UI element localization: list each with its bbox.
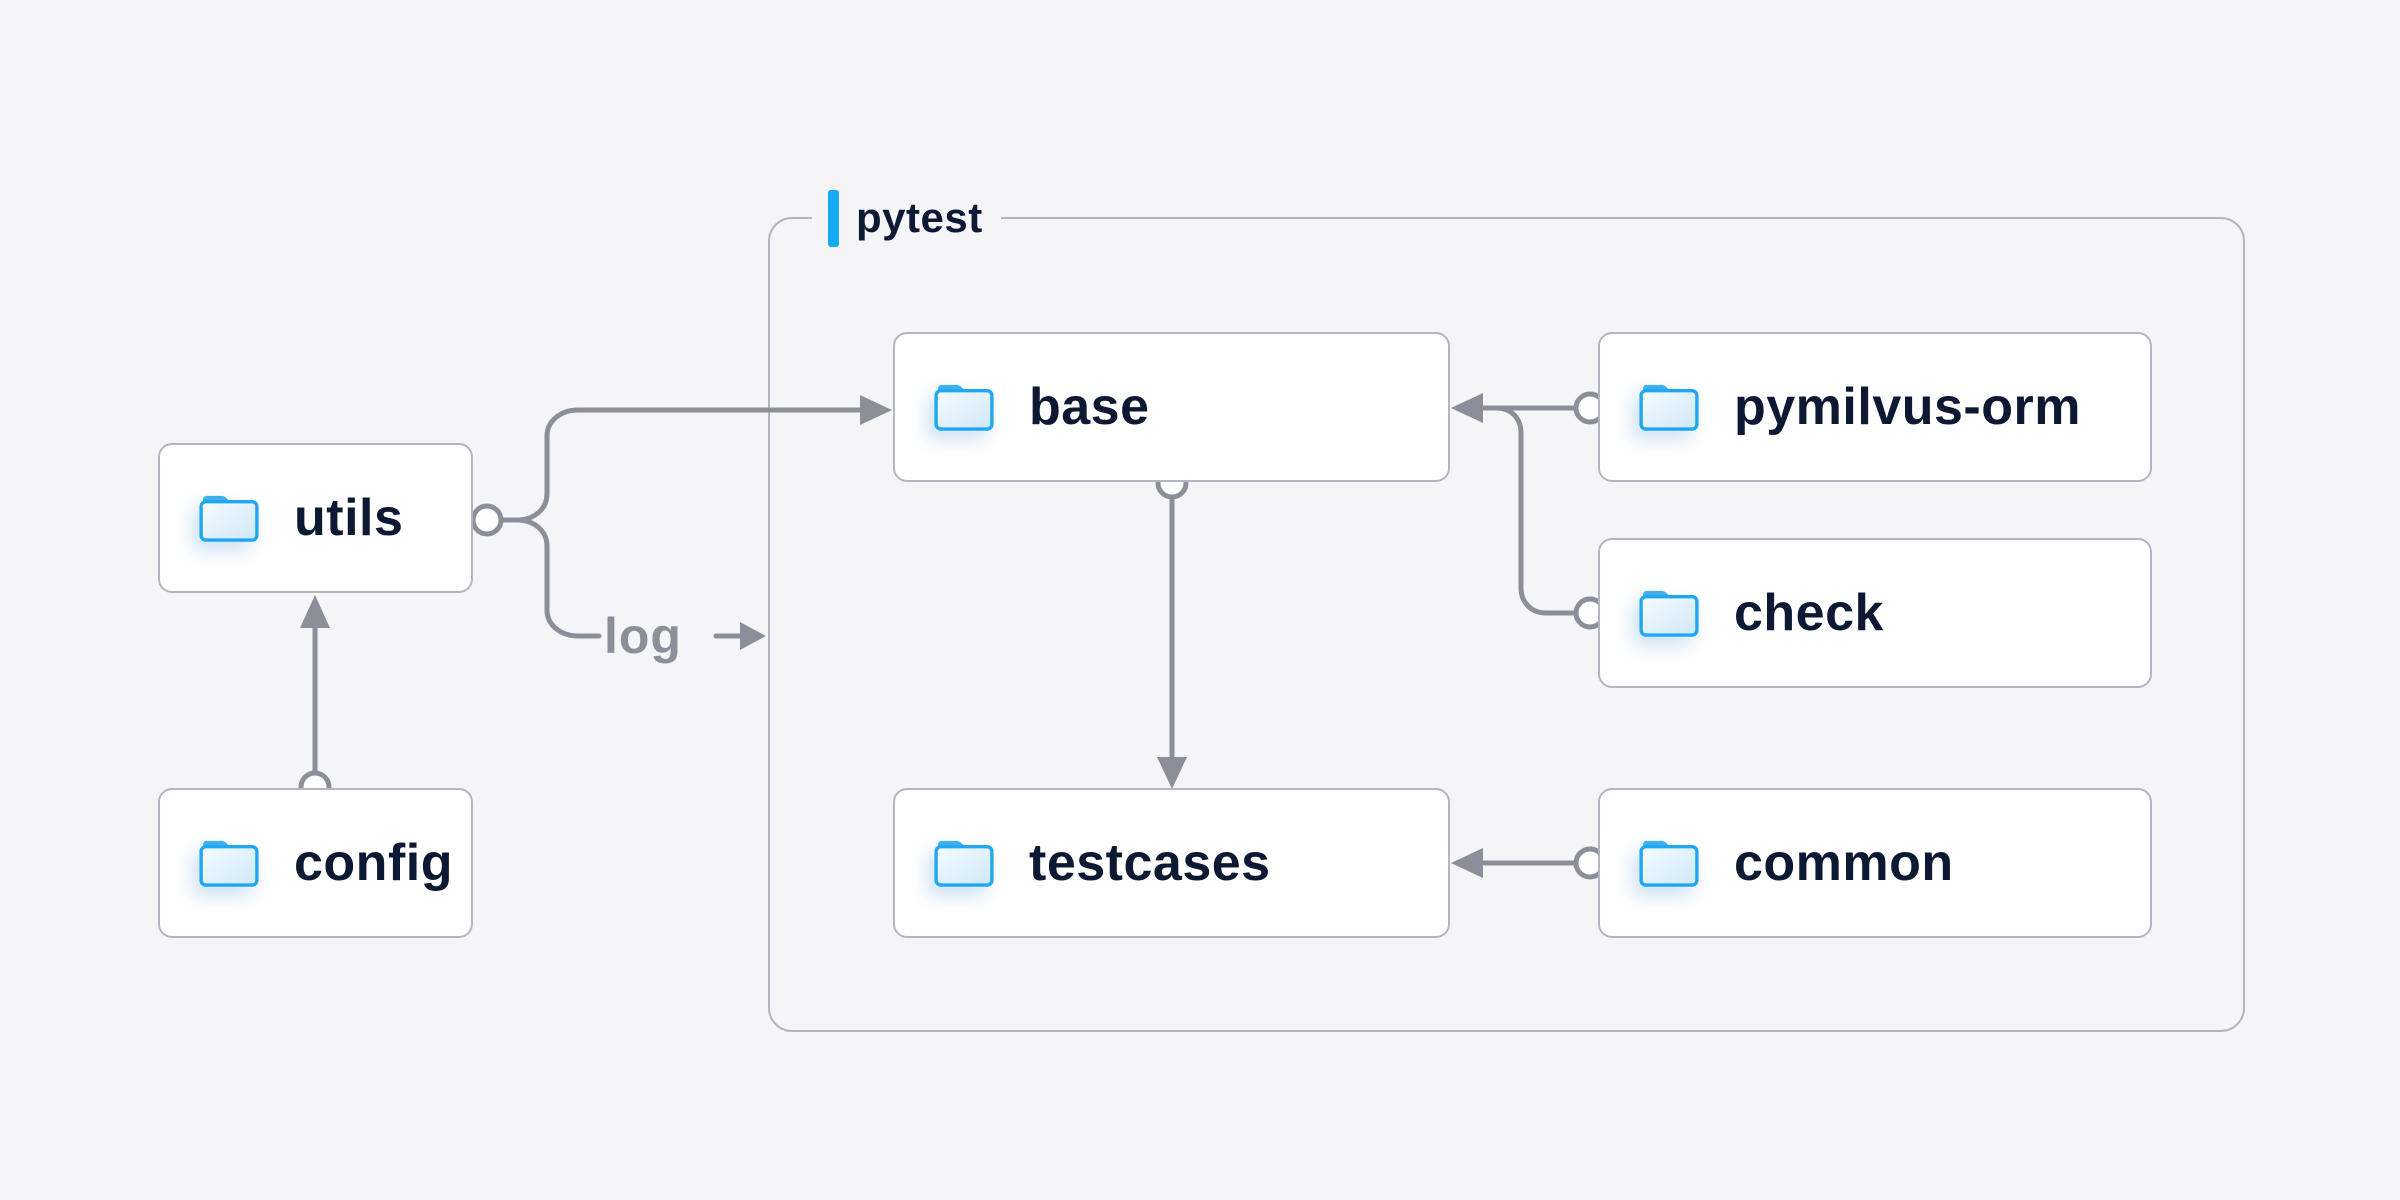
connector-circle-utils [470,503,504,537]
node-label: testcases [1029,834,1271,892]
folder-icon [1638,838,1700,888]
pytest-container-label: pytest [812,188,1001,248]
pytest-label-text: pytest [856,194,983,241]
folder-icon [933,382,995,432]
folder-icon [1638,588,1700,638]
node-label: check [1734,584,1884,642]
pytest-container: pytest [768,188,2245,1032]
node-utils: utils [158,443,473,593]
node-check: check [1598,538,2152,688]
folder-icon [1638,382,1700,432]
accent-bar [828,189,839,247]
folder-icon [933,838,995,888]
node-label: pymilvus-orm [1734,378,2081,436]
folder-icon [198,493,260,543]
node-label: config [294,834,453,892]
node-testcases: testcases [893,788,1450,938]
edge-config-utils [300,595,330,775]
arrowhead [740,622,766,650]
node-label: utils [294,489,404,547]
log-edge-label: log [604,608,682,664]
node-base: base [893,332,1450,482]
arrowhead [300,595,330,628]
node-label: base [1029,378,1150,436]
node-common: common [1598,788,2152,938]
node-config: config [158,788,473,938]
node-label: common [1734,834,1954,892]
folder-icon [198,838,260,888]
node-pymilvus-orm: pymilvus-orm [1598,332,2152,482]
